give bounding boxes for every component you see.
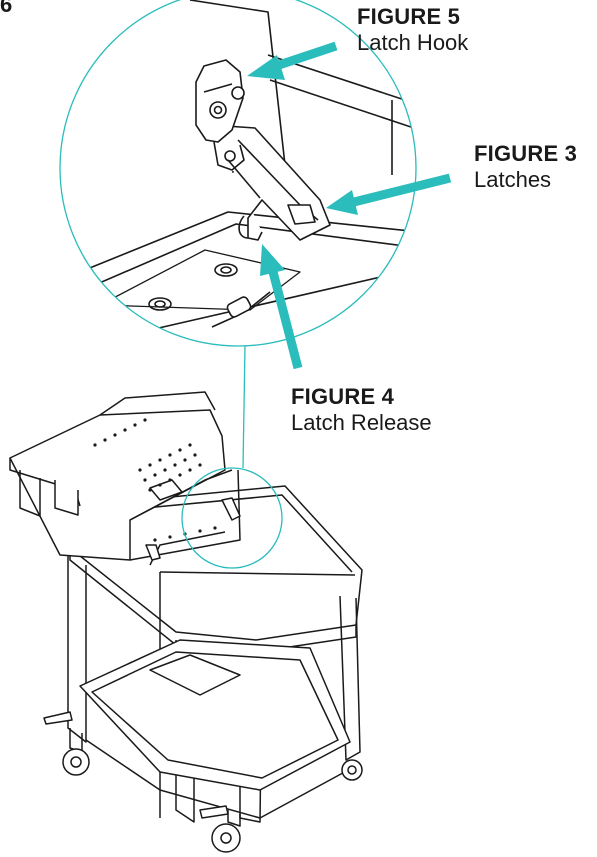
latch-area-highlight [181,467,283,569]
callout-latches-title: FIGURE 3 [474,141,578,166]
arrow-latch-hook [247,41,338,80]
arrow-latches [326,173,452,215]
callout-latch-hook-title: FIGURE 5 [357,4,461,29]
zoom-detail [59,0,417,347]
callout-latches-label: Latches [474,166,552,192]
cart [9,391,363,853]
figure-number: 6 [0,0,13,17]
caster-front-right [199,805,241,853]
caster-rear-right [341,759,363,781]
callout-latches: FIGURE 3 Latches [474,141,577,193]
callout-arrows [247,41,452,370]
arrow-latch-release [260,244,303,370]
callout-latch-release-title: FIGURE 4 [291,384,395,409]
callout-latch-release-label: Latch Release [291,409,432,435]
caster-front-left [43,711,90,776]
callout-latch-hook: FIGURE 5 Latch Hook [357,4,468,56]
callout-latch-release: FIGURE 4 Latch Release [291,384,432,436]
zoom-leader-line [242,345,246,469]
callout-latch-hook-label: Latch Hook [357,29,469,55]
